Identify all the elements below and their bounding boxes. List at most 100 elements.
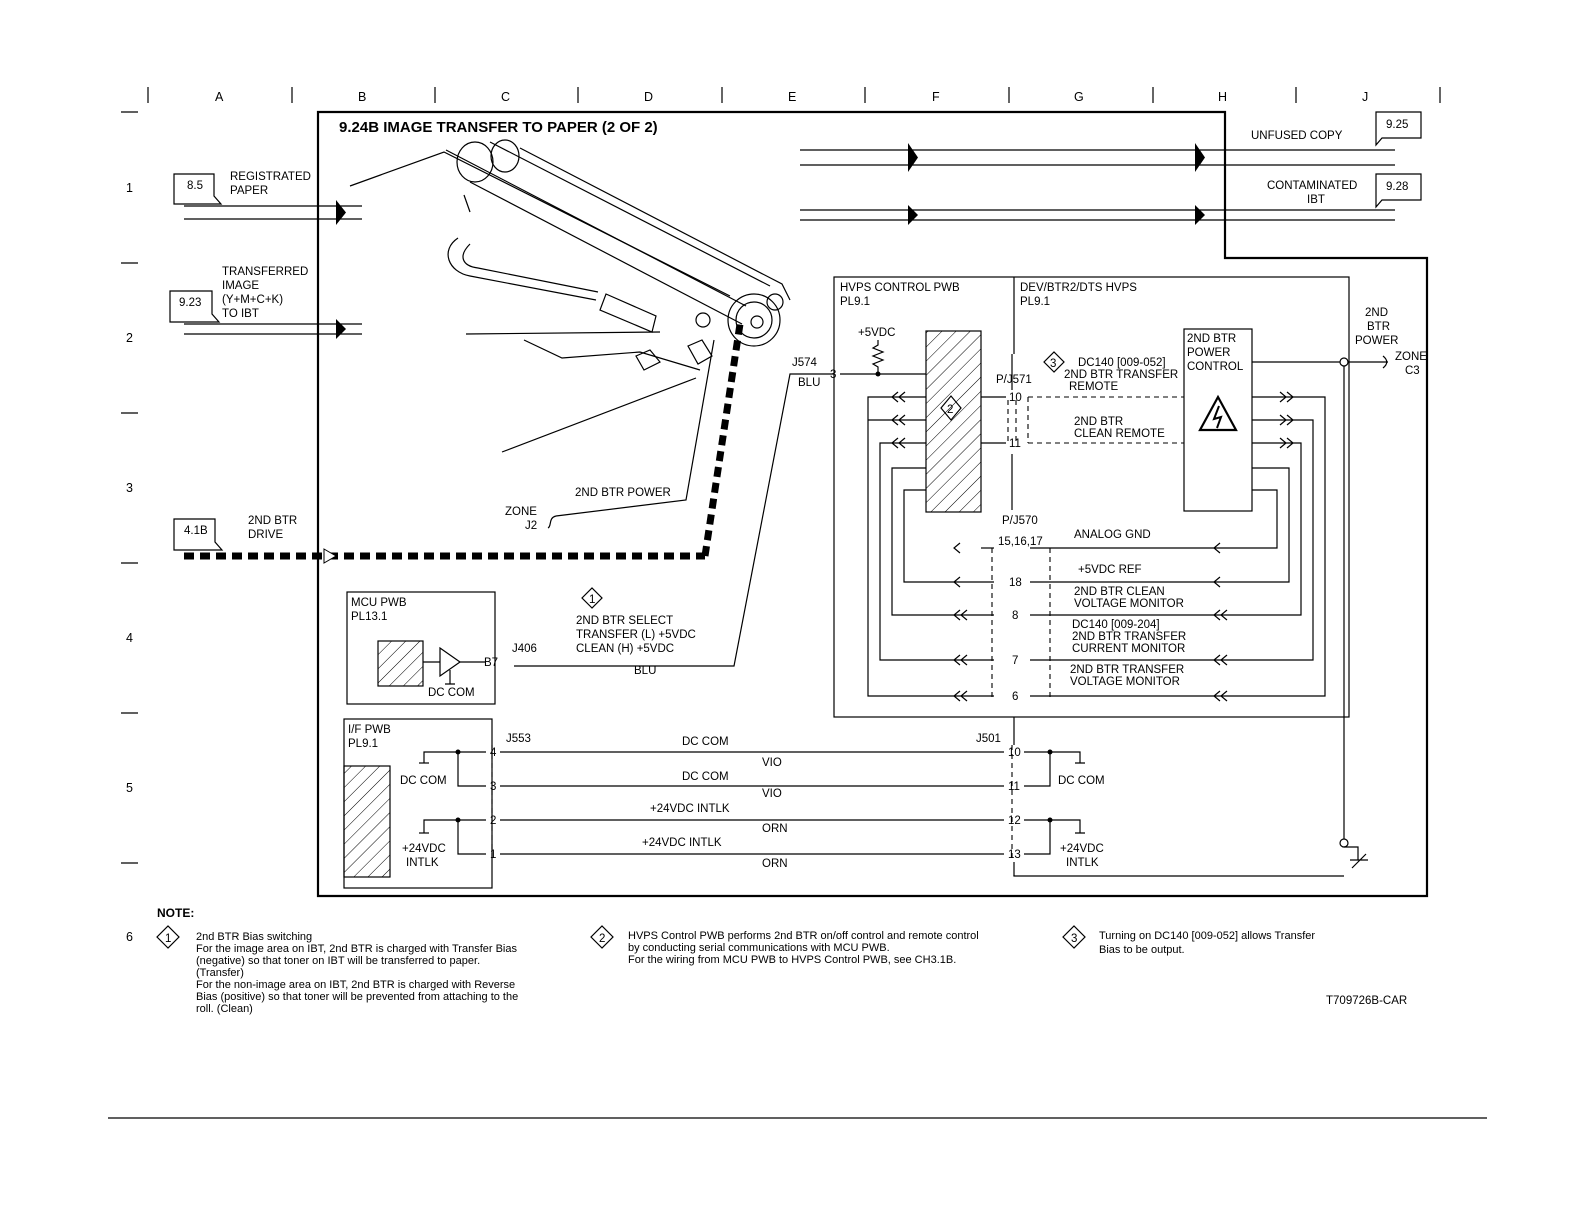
label-notes-n1-6: roll. (Clean) (196, 1003, 253, 1015)
label-ifpwb-pins-right-2: 12 (1008, 815, 1021, 827)
label-hvps-signals-tvm-2: VOLTAGE MONITOR (1070, 676, 1180, 688)
label-hvps-control-supply: +5VDC (858, 327, 895, 339)
input-btr-drive: 4.1B 2ND BTR DRIVE (173, 323, 744, 564)
zone-col-f: F (932, 90, 940, 104)
label-callouts-c2: 2 (947, 404, 953, 416)
label-ifpwb-wires-1-name: DC COM (682, 771, 729, 783)
label-hvps-name: DEV/BTR2/DTS HVPS (1020, 282, 1137, 294)
label-hvps-control-name: HVPS CONTROL PWB (840, 282, 960, 294)
label-signals-out-power-2: BTR (1367, 321, 1390, 333)
label-ifpwb-right-intlk-1: +24VDC (1060, 843, 1104, 855)
label-mcu-sel-1: 2ND BTR SELECT (576, 615, 673, 627)
label-ifpwb-name: I/F PWB (348, 724, 391, 736)
label-signals-zone-j2-1: ZONE (505, 506, 537, 518)
label-hvps-signals-tcm-3: CURRENT MONITOR (1072, 643, 1185, 655)
label-hvps-signals-dc140-1: DC140 [009-052] (1078, 357, 1166, 369)
label-connectors-pj570: P/J570 (1002, 515, 1038, 527)
label-btr-ctrl-l2: POWER (1187, 347, 1230, 359)
label-signals-zone-j2-2: J2 (525, 520, 537, 532)
zone-col-h: H (1218, 90, 1227, 104)
label-mcu-pl: PL13.1 (351, 611, 387, 623)
zone-ruler: A B C D E F G H J 1 2 3 4 5 6 (121, 87, 1441, 944)
label-hvps-control-pl: PL9.1 (840, 296, 870, 308)
label-signals-drive-2: DRIVE (248, 529, 283, 541)
label-connectors-pin6: 6 (1012, 691, 1018, 703)
label-notes-n1-1: For the image area on IBT, 2nd BTR is ch… (196, 943, 517, 955)
pj571-connector: P/J571 10 11 3 DC140 [009-052] 2ND BTR T… (981, 351, 1184, 510)
label-connectors-pin18: 18 (1009, 577, 1022, 589)
label-notes-n2-2: For the wiring from MCU PWB to HVPS Cont… (628, 954, 956, 966)
label-ifpwb-wires-0-color: VIO (762, 757, 782, 769)
input-registrated-paper: 8.5 REGISTRATED PAPER (173, 171, 362, 225)
label-connectors-j406: J406 (512, 643, 537, 655)
label-notes-n1-2: (negative) so that toner on IBT will be … (196, 955, 480, 967)
label-connectors-pin11: 11 (1009, 438, 1021, 450)
label-mcu-dc-com: DC COM (428, 687, 475, 699)
label-signals-drive-1: 2ND BTR (248, 515, 297, 527)
hvps-control-pwb-block: +5VDC 2 (858, 327, 982, 513)
label-ifpwb-right-dc-com: DC COM (1058, 775, 1105, 787)
label-hvps-signals-dc140-2: 2ND BTR TRANSFER (1064, 369, 1178, 381)
label-callouts-c2: 2 (599, 933, 605, 945)
label-signals-transferred-2: IMAGE (222, 280, 259, 292)
label-ifpwb-pins-left-3: 1 (490, 849, 496, 861)
btr-power-lead: 2ND BTR POWER ZONE J2 (505, 339, 715, 532)
zone-row-1: 1 (126, 181, 133, 195)
label-callouts-c3: 3 (1071, 933, 1077, 945)
label-ifpwb-pins-right-1: 11 (1008, 781, 1020, 793)
label-hvps-signals-cvm-1: 2ND BTR CLEAN (1074, 586, 1165, 598)
label-ifpwb-pins-right-3: 13 (1008, 849, 1021, 861)
zone-col-d: D (644, 90, 653, 104)
label-ifpwb-dc-com: DC COM (400, 775, 447, 787)
btr-power-control-block: 2ND BTR POWER CONTROL (1183, 328, 1253, 512)
high-voltage-icon (1198, 394, 1238, 432)
label-callouts-c1: 1 (165, 933, 171, 945)
zone-col-b: B (358, 90, 366, 104)
label-hvps-signals-clean-2: CLEAN REMOTE (1074, 428, 1165, 440)
label-callouts-c3: 3 (1050, 358, 1056, 370)
label-signals-unfused-copy: UNFUSED COPY (1251, 130, 1343, 142)
label-hvps-pl: PL9.1 (1020, 296, 1050, 308)
label-signals-btr-power-label: 2ND BTR POWER (575, 487, 671, 499)
label-connectors-b7: B7 (484, 657, 498, 669)
label-signals-contaminated-2: IBT (1307, 194, 1325, 206)
label-notes-n2-0: HVPS Control PWB performs 2nd BTR on/off… (628, 930, 979, 942)
zone-row-5: 5 (126, 781, 133, 795)
label-connectors-pj571: P/J571 (996, 374, 1032, 386)
label-connectors-j406-color: BLU (634, 665, 656, 677)
label-signals-zone-c3-1: ZONE (1395, 351, 1427, 363)
label-connectors-j553: J553 (506, 733, 531, 745)
page-title: 9.24B IMAGE TRANSFER TO PAPER (2 OF 2) (339, 119, 658, 136)
zone-row-6: 6 (126, 930, 133, 944)
label-ifpwb-wires-3-name: +24VDC INTLK (642, 837, 722, 849)
label-connectors-j574: J574 (792, 357, 818, 369)
notes-section: NOTE: 1 2nd BTR Bias switching For the i… (156, 906, 1315, 1015)
label-hvps-signals-dc140-3: REMOTE (1069, 381, 1119, 393)
label-signals-zone-c3-2: C3 (1405, 365, 1420, 377)
label-mcu-sel-2: TRANSFER (L) +5VDC (576, 629, 696, 641)
label-refs-r925: 9.25 (1386, 119, 1408, 131)
label-mcu-sel-3: CLEAN (H) +5VDC (576, 643, 674, 655)
label-btr-ctrl-l1: 2ND BTR (1187, 333, 1236, 345)
label-notes-n1-0: 2nd BTR Bias switching (196, 931, 312, 943)
label-connectors-pin7: 7 (1012, 655, 1018, 667)
main-frame (316, 110, 1429, 898)
label-refs-r41b: 4.1B (184, 525, 208, 537)
label-refs-r923: 9.23 (179, 297, 201, 309)
pj570-connector: P/J570 15,16,17 18 8 7 6 ANALOG GND +5VD… (998, 515, 1186, 703)
label-refs-r85: 8.5 (187, 180, 203, 192)
label-ifpwb-pins-left-1: 3 (490, 781, 496, 793)
output-unfused-copy: UNFUSED COPY 9.25 (800, 111, 1422, 172)
label-signals-registrated-paper-1: REGISTRATED (230, 171, 311, 183)
label-signals-transferred-3: (Y+M+C+K) (222, 294, 283, 306)
label-notes-n1-4: For the non-image area on IBT, 2nd BTR i… (196, 979, 515, 991)
label-connectors-j501: J501 (976, 733, 1001, 745)
label-signals-registrated-paper-2: PAPER (230, 185, 268, 197)
label-callouts-c1: 1 (589, 594, 595, 606)
zone-col-j: J (1362, 90, 1368, 104)
label-connectors-pin8: 8 (1012, 610, 1018, 622)
monitor-lines (867, 391, 1326, 702)
label-hvps-signals-analog-gnd: ANALOG GND (1074, 529, 1151, 541)
zone-col-e: E (788, 90, 796, 104)
